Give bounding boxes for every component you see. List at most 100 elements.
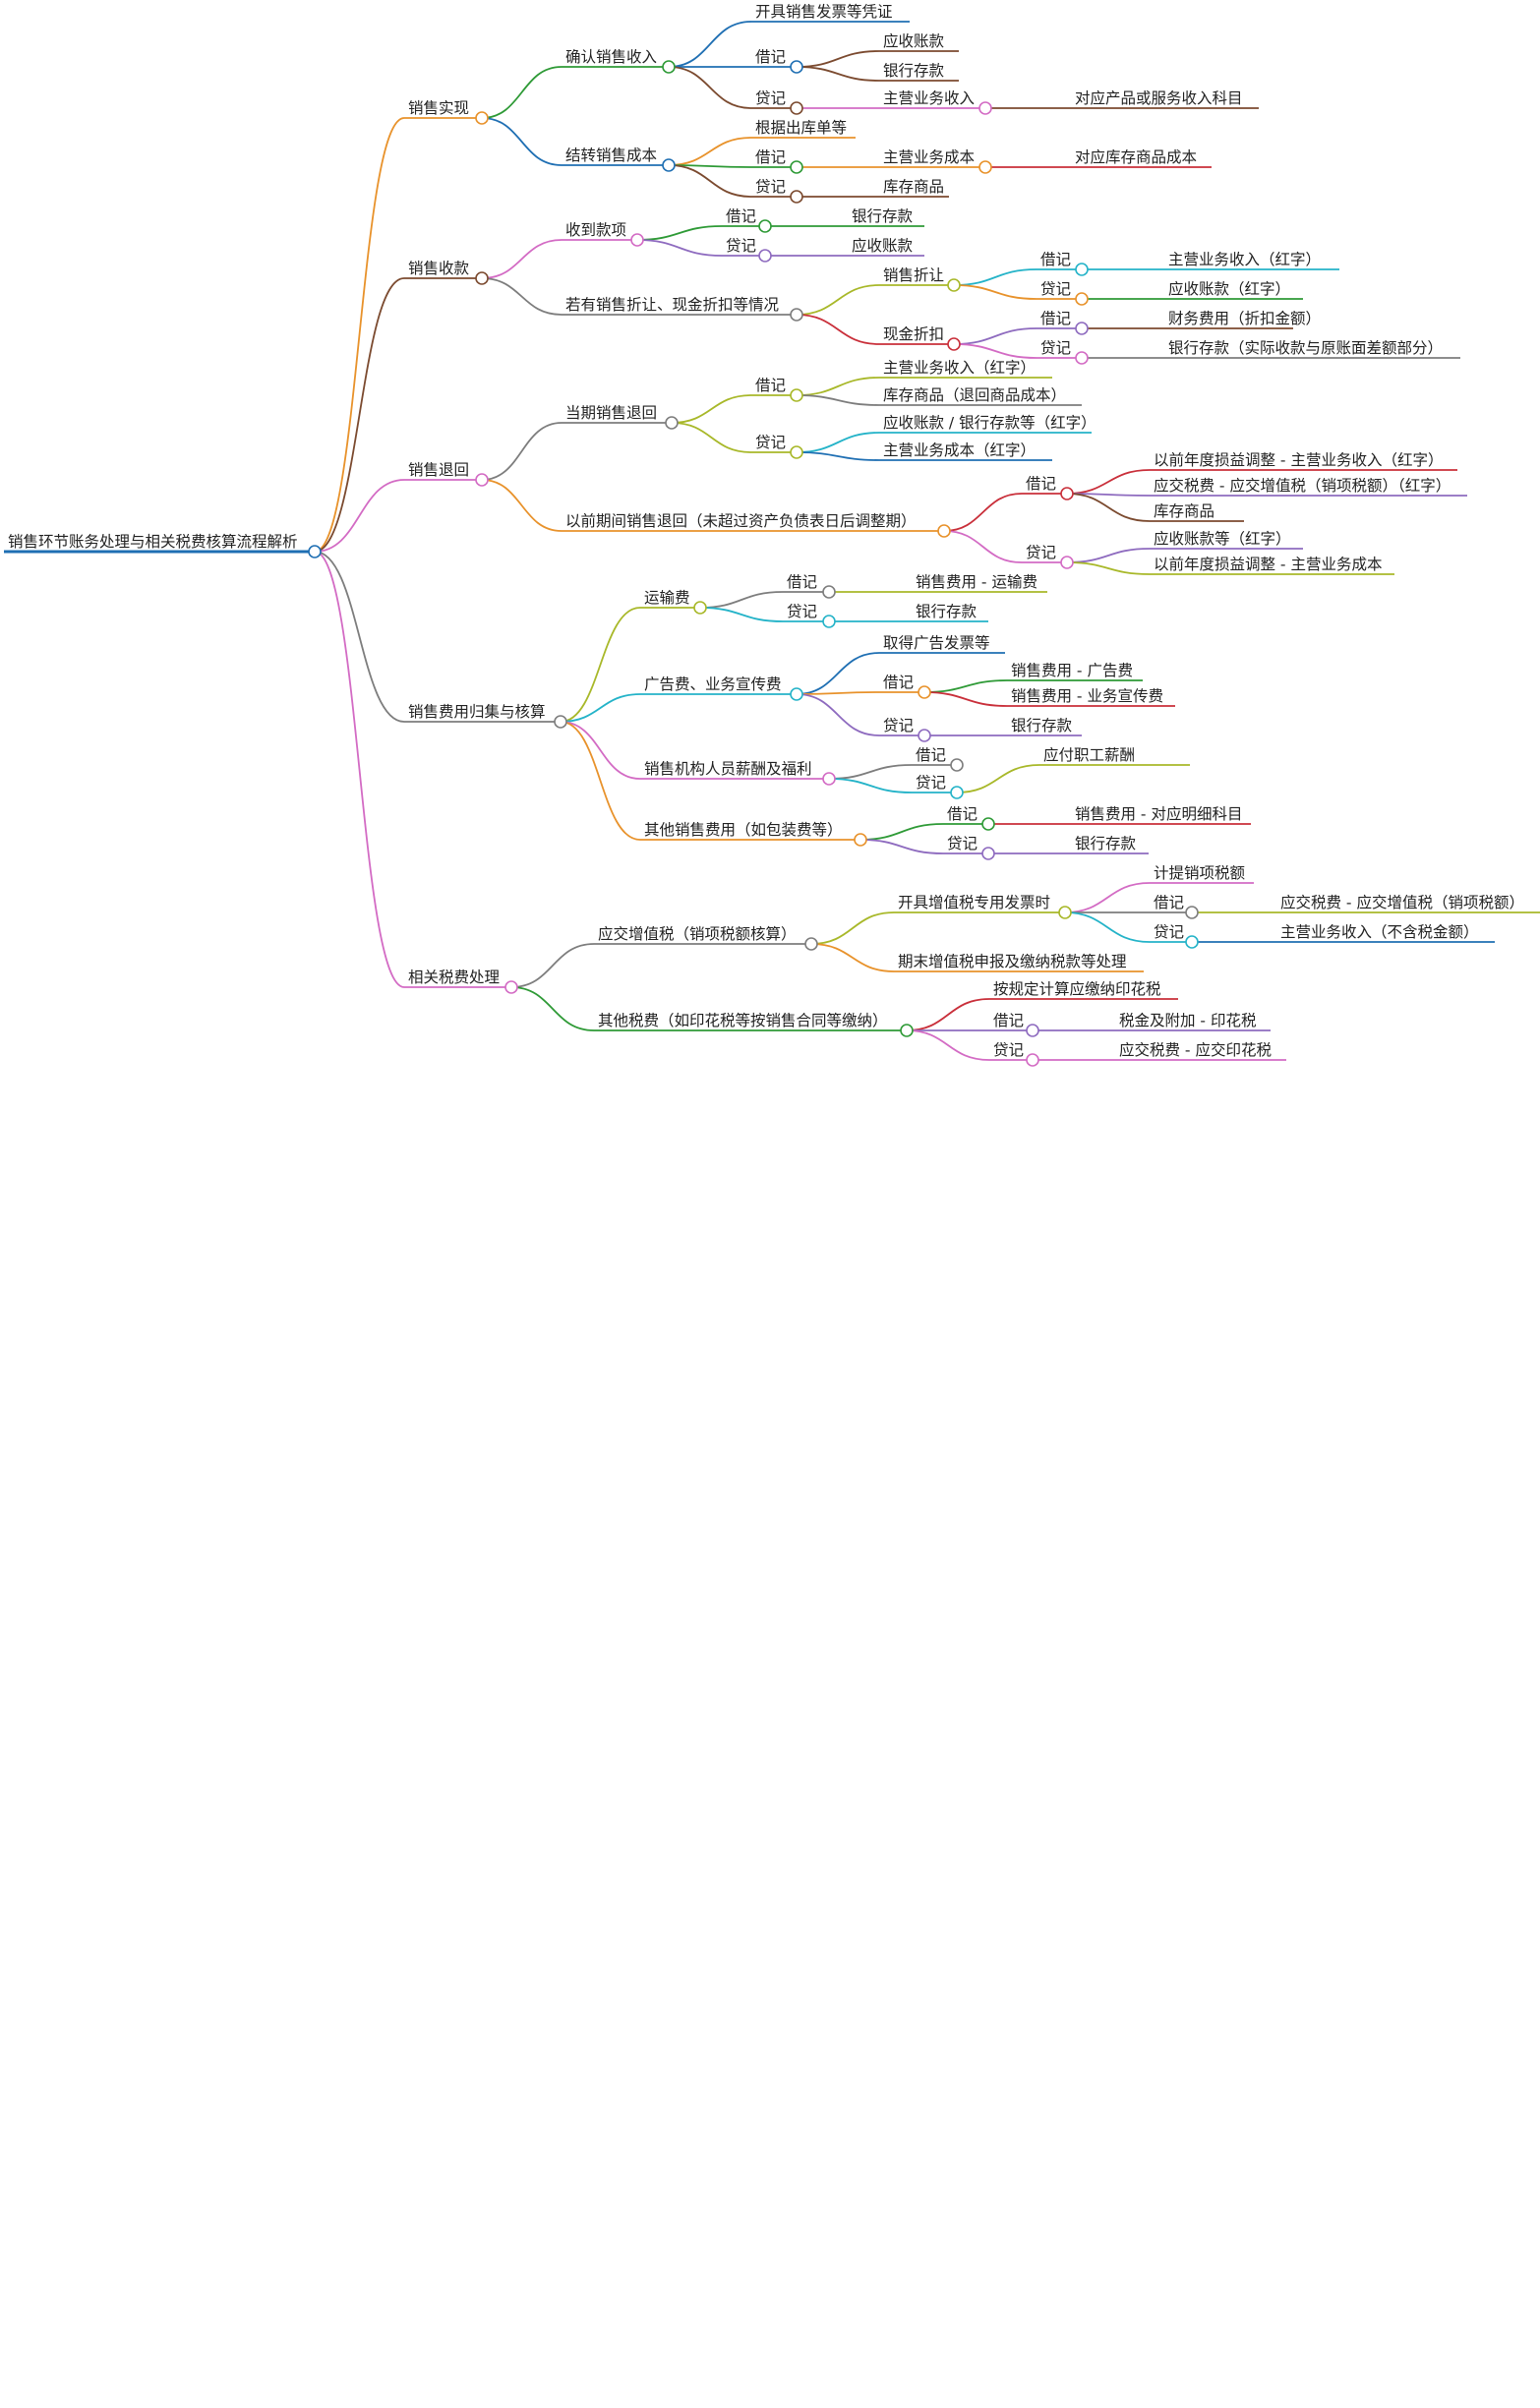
node-toggle-circle[interactable]: [475, 111, 489, 125]
topic-label: 开具销售发票等凭证: [755, 3, 893, 21]
node-toggle-circle[interactable]: [822, 615, 836, 628]
topic-label: 若有销售折让、现金折扣等情况: [565, 296, 779, 314]
connector-line: [906, 998, 990, 1031]
connector-line: [943, 530, 1023, 563]
node-toggle-circle[interactable]: [981, 817, 995, 831]
node-toggle-circle[interactable]: [978, 160, 992, 174]
node-toggle-circle[interactable]: [790, 687, 803, 701]
topic-label: 应付职工薪酬: [1043, 745, 1135, 764]
node-toggle-circle[interactable]: [475, 271, 489, 285]
topic-label: 借记: [947, 805, 977, 823]
topic-label: 销售费用 - 广告费: [1011, 662, 1133, 679]
connector-line: [796, 394, 880, 406]
topic-label: 主营业务收入（不含税金额）: [1280, 923, 1479, 941]
connector-line: [796, 451, 880, 461]
node-toggle-circle[interactable]: [758, 249, 772, 263]
node-toggle-circle[interactable]: [950, 758, 964, 772]
topic-label: 按规定计算应缴纳印花税: [993, 979, 1161, 998]
node-toggle-circle[interactable]: [1075, 263, 1089, 276]
topic-label: 贷记: [726, 237, 756, 255]
topic-label: 开具增值税专用发票时: [898, 894, 1050, 911]
node-toggle-circle[interactable]: [1185, 935, 1199, 949]
connector-line: [481, 479, 563, 532]
node-toggle-circle[interactable]: [918, 729, 931, 742]
node-toggle-circle[interactable]: [662, 60, 676, 74]
topic-label: 银行存款: [1011, 717, 1073, 734]
connector-line: [796, 284, 880, 316]
topic-label: 库存商品（退回商品成本）: [883, 386, 1066, 404]
topic-label: 计提销项税额: [1154, 864, 1246, 882]
connector-line: [796, 693, 880, 736]
node-toggle-circle[interactable]: [693, 601, 707, 615]
node-toggle-circle[interactable]: [1075, 351, 1089, 365]
connector-line: [796, 66, 880, 82]
connector-line: [923, 691, 1008, 707]
node-toggle-circle[interactable]: [900, 1024, 914, 1037]
topic-label: 银行存款: [916, 603, 977, 620]
topic-label: 销售费用归集与核算: [408, 702, 546, 721]
topic-label: 借记: [883, 674, 914, 691]
node-toggle-circle[interactable]: [790, 60, 803, 74]
topic-label: 对应产品或服务收入科目: [1075, 88, 1243, 107]
connector-line: [796, 314, 880, 345]
topic-label: 借记: [1026, 475, 1056, 493]
node-toggle-circle[interactable]: [947, 337, 961, 351]
node-toggle-circle[interactable]: [790, 388, 803, 402]
connector-line: [943, 493, 1023, 532]
connector-line: [481, 239, 563, 279]
topic-label: 以前期间销售退回（未超过资产负债表日后调整期）: [565, 512, 917, 530]
connector-line: [1066, 493, 1151, 522]
node-toggle-circle[interactable]: [790, 308, 803, 322]
node-toggle-circle[interactable]: [918, 685, 931, 699]
node-toggle-circle[interactable]: [1060, 487, 1074, 500]
node-toggle-circle[interactable]: [790, 445, 803, 459]
connector-line: [668, 137, 752, 166]
node-toggle-circle[interactable]: [981, 847, 995, 860]
topic-label: 销售收款: [408, 260, 470, 277]
node-toggle-circle[interactable]: [504, 980, 518, 994]
connector-line: [560, 607, 641, 723]
node-toggle-circle[interactable]: [1060, 556, 1074, 569]
connector-line: [1066, 548, 1151, 563]
topic-label: 销售实现: [408, 99, 469, 117]
node-toggle-circle[interactable]: [1075, 322, 1089, 335]
node-toggle-circle[interactable]: [308, 545, 322, 558]
topic-label: 应收账款 / 银行存款等（红字）: [883, 413, 1096, 432]
node-toggle-circle[interactable]: [1075, 292, 1089, 306]
underline-layer: [4, 21, 1540, 1061]
topic-label: 应收账款: [852, 236, 914, 255]
connector-line: [953, 327, 1037, 345]
node-toggle-circle[interactable]: [790, 101, 803, 115]
node-toggle-circle[interactable]: [475, 473, 489, 487]
node-toggle-circle[interactable]: [854, 833, 867, 847]
node-toggle-circle[interactable]: [978, 101, 992, 115]
node-toggle-circle[interactable]: [790, 160, 803, 174]
topic-label: 销售机构人员薪酬及福利: [644, 760, 812, 778]
topic-label: 贷记: [755, 89, 786, 107]
connector-line: [668, 164, 752, 198]
topic-label: 借记: [755, 148, 786, 166]
node-toggle-circle[interactable]: [1026, 1024, 1039, 1037]
node-toggle-circle[interactable]: [630, 233, 644, 247]
node-toggle-circle[interactable]: [665, 416, 679, 430]
node-toggle-circle[interactable]: [1026, 1053, 1039, 1067]
node-toggle-circle[interactable]: [554, 715, 567, 729]
topic-label: 其他税费（如印花税等按销售合同等缴纳）: [598, 1012, 888, 1029]
node-toggle-circle[interactable]: [947, 278, 961, 292]
topic-label: 贷记: [1154, 923, 1184, 941]
topic-label: 借记: [1040, 310, 1071, 327]
connector-line: [923, 679, 1008, 693]
node-toggle-circle[interactable]: [662, 158, 676, 172]
connector-line: [668, 66, 752, 109]
node-toggle-circle[interactable]: [1185, 906, 1199, 919]
topic-label: 应收账款: [883, 31, 945, 50]
connector-line: [953, 284, 1037, 300]
node-toggle-circle[interactable]: [790, 190, 803, 204]
node-toggle-circle[interactable]: [1058, 906, 1072, 919]
node-toggle-circle[interactable]: [822, 772, 836, 786]
node-toggle-circle[interactable]: [937, 524, 951, 538]
node-toggle-circle[interactable]: [758, 219, 772, 233]
node-toggle-circle[interactable]: [950, 786, 964, 799]
node-toggle-circle[interactable]: [804, 937, 818, 951]
node-toggle-circle[interactable]: [822, 585, 836, 599]
